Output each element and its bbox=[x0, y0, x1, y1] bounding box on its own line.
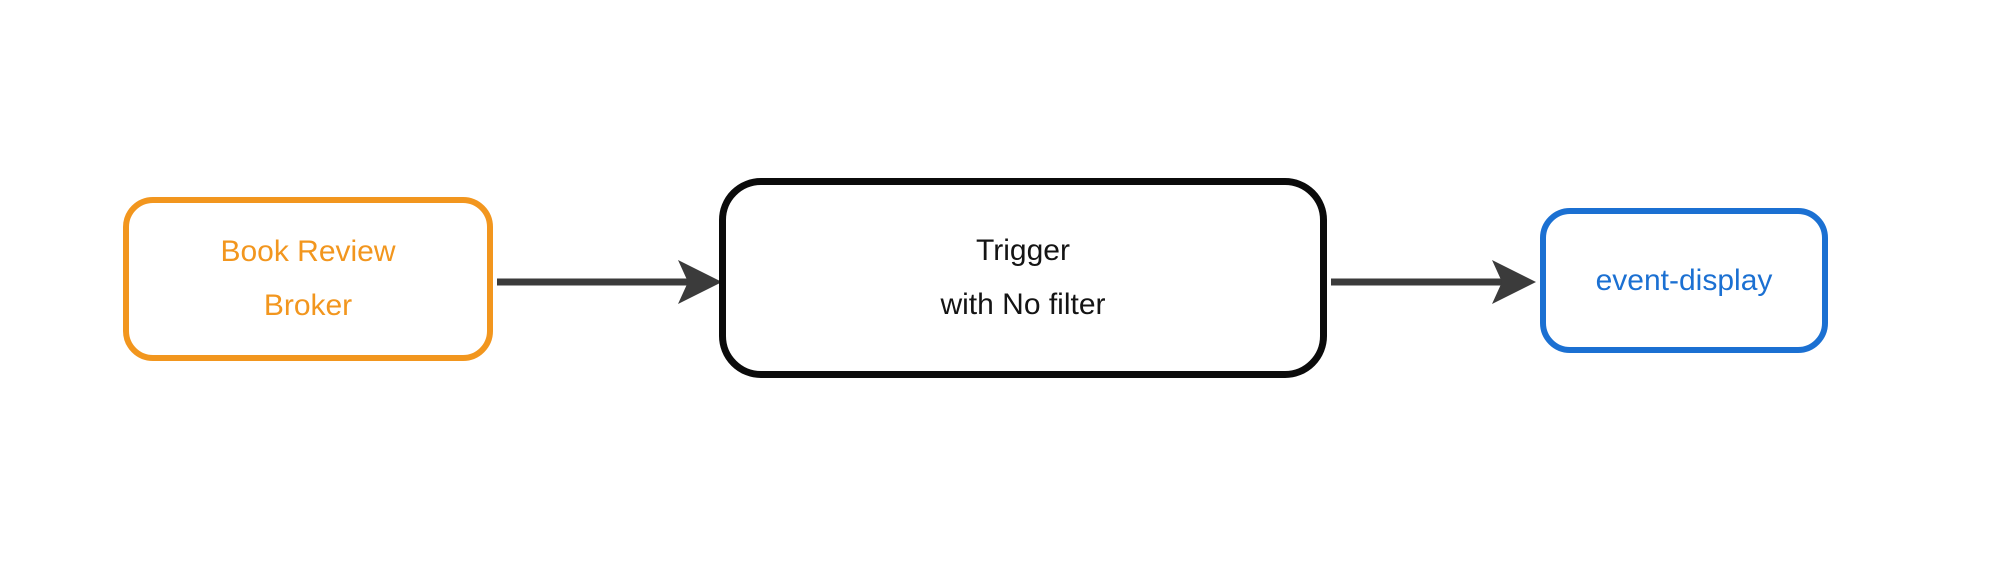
node-trigger-label-line2: with No filter bbox=[940, 288, 1106, 321]
node-event-display-label: event-display bbox=[1595, 263, 1773, 297]
node-book-review-broker-label-line2: Broker bbox=[263, 289, 353, 322]
node-book-review-broker-label-line1: Book Review bbox=[220, 235, 396, 268]
node-book-review-broker: Book Review Broker bbox=[123, 197, 493, 361]
node-trigger: Trigger with No filter bbox=[719, 178, 1327, 378]
node-trigger-label-line1: Trigger bbox=[976, 234, 1070, 267]
node-event-display: event-display bbox=[1540, 208, 1828, 353]
arrow-trigger-to-event-display bbox=[1331, 260, 1536, 304]
arrow-broker-to-trigger bbox=[497, 260, 722, 304]
